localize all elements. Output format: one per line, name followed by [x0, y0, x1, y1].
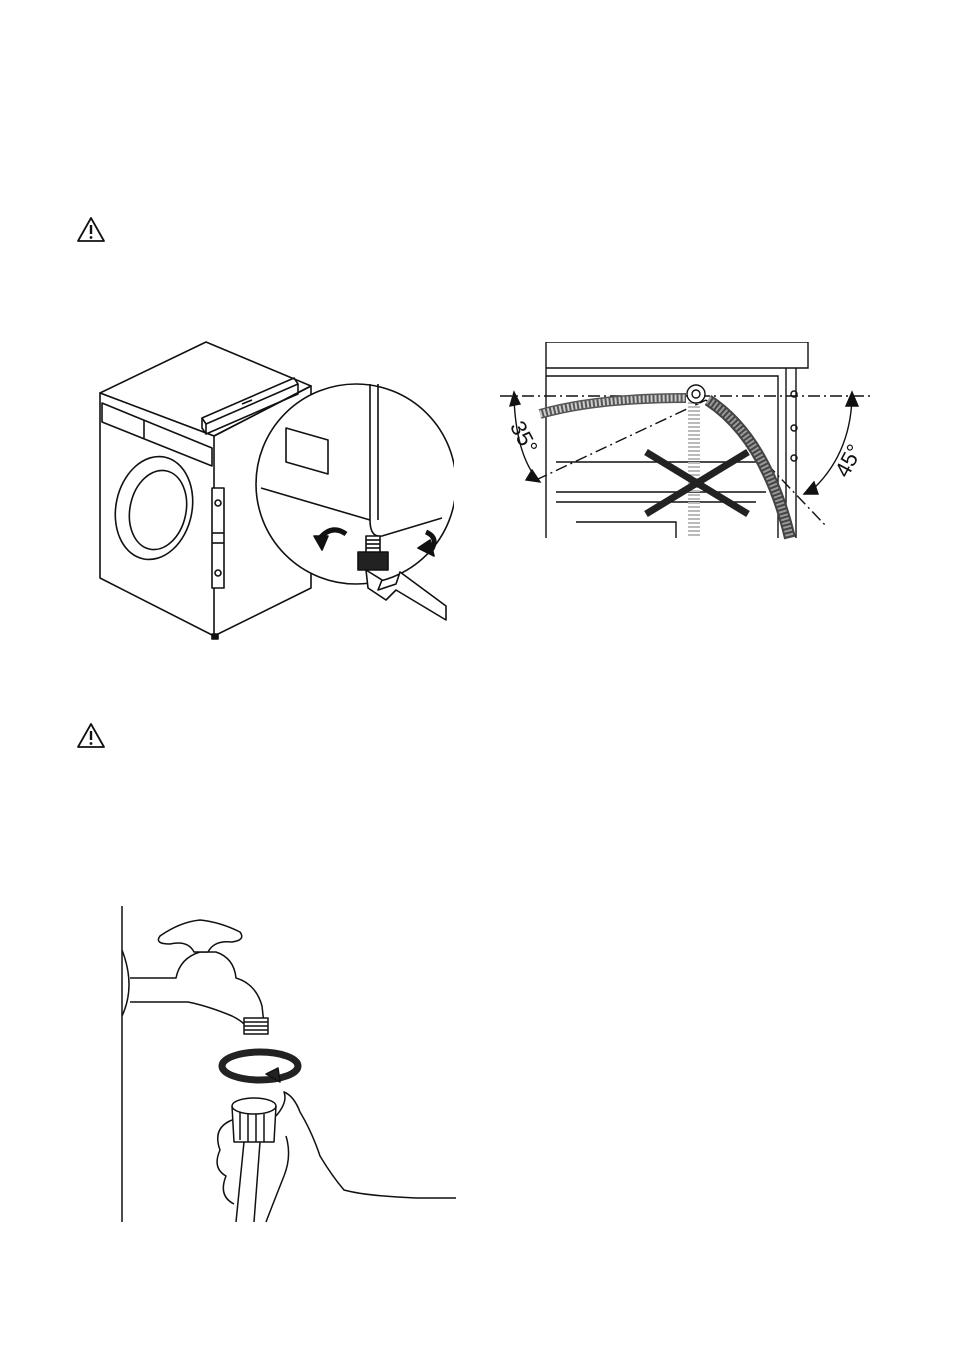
warning-triangle-icon [76, 722, 106, 750]
warning-triangle-icon [76, 216, 106, 244]
hose-angles-figure: 35° 45° [496, 342, 876, 542]
water-tap-connection-illustration [116, 906, 460, 1224]
leveling-figure [96, 338, 454, 643]
inlet-hose-angle-illustration: 35° 45° [496, 342, 876, 542]
washing-machine-leveling-illustration [96, 338, 454, 643]
right-angle-label: 45° [830, 440, 868, 481]
left-angle-label: 35° [505, 417, 543, 458]
tap-figure [116, 906, 460, 1224]
